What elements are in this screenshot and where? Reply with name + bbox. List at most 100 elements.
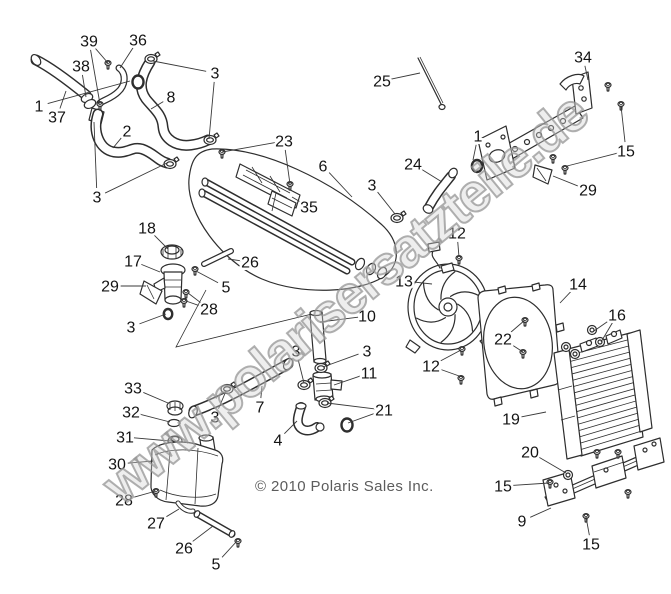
clamp-glyph — [203, 132, 220, 146]
leader-line-28 — [132, 490, 157, 498]
elbow-hose-drawing-4 — [292, 402, 325, 436]
leader-line-19 — [519, 411, 547, 418]
hose-drawing-2 — [90, 108, 173, 169]
callout-25: 25 — [373, 74, 391, 91]
hose-drawing-7 — [188, 357, 294, 419]
elbow-fitting-drawing-27 — [175, 500, 196, 514]
ring-clamp-glyph — [340, 417, 354, 433]
leader-line-17 — [141, 263, 161, 273]
leader-line-12 — [457, 241, 460, 258]
fan-blade — [457, 303, 474, 332]
callout-24: 24 — [404, 157, 422, 174]
callout-19: 19 — [502, 412, 520, 429]
callout-30: 30 — [108, 457, 126, 474]
leader-line-3 — [139, 313, 167, 325]
leader-line-16 — [593, 319, 610, 332]
bracket-drawing-29-left — [139, 280, 163, 305]
screw-glyph — [191, 266, 199, 276]
hose-drawing-24 — [422, 167, 458, 214]
leader-line-34 — [584, 65, 589, 81]
callout-36: 36 — [129, 33, 147, 50]
hose-drawing-37 — [30, 53, 92, 101]
callout-32: 32 — [122, 405, 140, 422]
callout-26: 26 — [175, 541, 193, 558]
leader-line-3 — [377, 191, 396, 215]
screw-glyph — [549, 154, 557, 164]
callout-3: 3 — [127, 320, 136, 337]
cover-drawing-6 — [188, 148, 397, 291]
leader-line-11 — [333, 375, 361, 386]
tee-fitting-drawing-11 — [312, 371, 343, 403]
leader-line-36 — [119, 47, 134, 69]
callout-14: 14 — [569, 277, 587, 294]
leader-line-39 — [90, 49, 101, 105]
leader-line-12 — [438, 349, 462, 363]
leader-line-8 — [150, 101, 164, 110]
fan-blade — [416, 317, 447, 323]
leader-line-31 — [133, 437, 171, 442]
callout-26: 26 — [241, 255, 259, 272]
callout-12: 12 — [448, 226, 466, 243]
leader-line-14 — [559, 290, 573, 304]
leader-line-12 — [439, 368, 463, 378]
callout-28: 28 — [115, 493, 133, 510]
callout-4: 4 — [274, 433, 283, 450]
callout-34: 34 — [574, 50, 592, 67]
leader-line-21 — [347, 412, 376, 424]
fan-blade — [440, 271, 456, 300]
leader-line-29 — [552, 175, 580, 188]
callout-12: 12 — [422, 359, 440, 376]
callout-3: 3 — [292, 344, 301, 361]
callout-23: 23 — [275, 134, 293, 151]
callout-22: 22 — [494, 332, 512, 349]
clamp-glyph — [390, 210, 407, 224]
callout-7: 7 — [256, 400, 265, 417]
screw-glyph — [593, 449, 601, 459]
grommet-glyph — [560, 341, 572, 353]
callout-3: 3 — [211, 66, 220, 83]
leader-line-26 — [227, 258, 242, 262]
leader-line-33 — [141, 391, 169, 404]
callout-28: 28 — [200, 302, 218, 319]
screw-glyph — [234, 537, 242, 548]
callout-29: 29 — [579, 183, 597, 200]
screw-glyph — [455, 255, 463, 265]
bracket-drawing-9 — [542, 437, 665, 507]
leader-line-5 — [221, 540, 238, 558]
callout-33: 33 — [124, 381, 142, 398]
callout-6: 6 — [319, 159, 328, 176]
callout-35: 35 — [300, 200, 318, 217]
fan-blade — [440, 314, 456, 343]
screw-glyph — [614, 449, 622, 459]
leader-line-22 — [509, 319, 526, 334]
leader-line-1 — [47, 80, 131, 105]
callout-1: 1 — [474, 129, 483, 146]
leader-lines — [47, 47, 626, 558]
callout-15: 15 — [582, 537, 600, 554]
callout-38: 38 — [72, 59, 90, 76]
assembly-line — [175, 289, 313, 348]
leader-line-1 — [472, 144, 477, 161]
callout-8: 8 — [167, 90, 176, 107]
reservoir-drawing-30 — [150, 434, 224, 507]
screw-glyph — [561, 165, 569, 175]
callout-20: 20 — [521, 445, 539, 462]
callout-16: 16 — [608, 308, 626, 325]
leader-line-28 — [187, 292, 203, 304]
copyright-text: © 2010 Polaris Sales Inc. — [255, 478, 434, 495]
leader-line-18 — [153, 234, 169, 250]
leader-line-39 — [94, 47, 109, 64]
screw-glyph — [104, 59, 112, 70]
leader-line-24 — [420, 168, 443, 183]
leader-line-28 — [185, 300, 201, 307]
leader-line-3 — [208, 81, 215, 140]
fan-blade — [449, 291, 480, 297]
callout-21: 21 — [375, 403, 393, 420]
fan-drawing-13 — [405, 241, 494, 354]
callout-3: 3 — [211, 410, 220, 427]
washer-drawing-32 — [167, 418, 181, 428]
leader-line-3 — [152, 60, 207, 72]
screw-glyph — [182, 289, 190, 299]
callout-39: 39 — [80, 34, 98, 51]
